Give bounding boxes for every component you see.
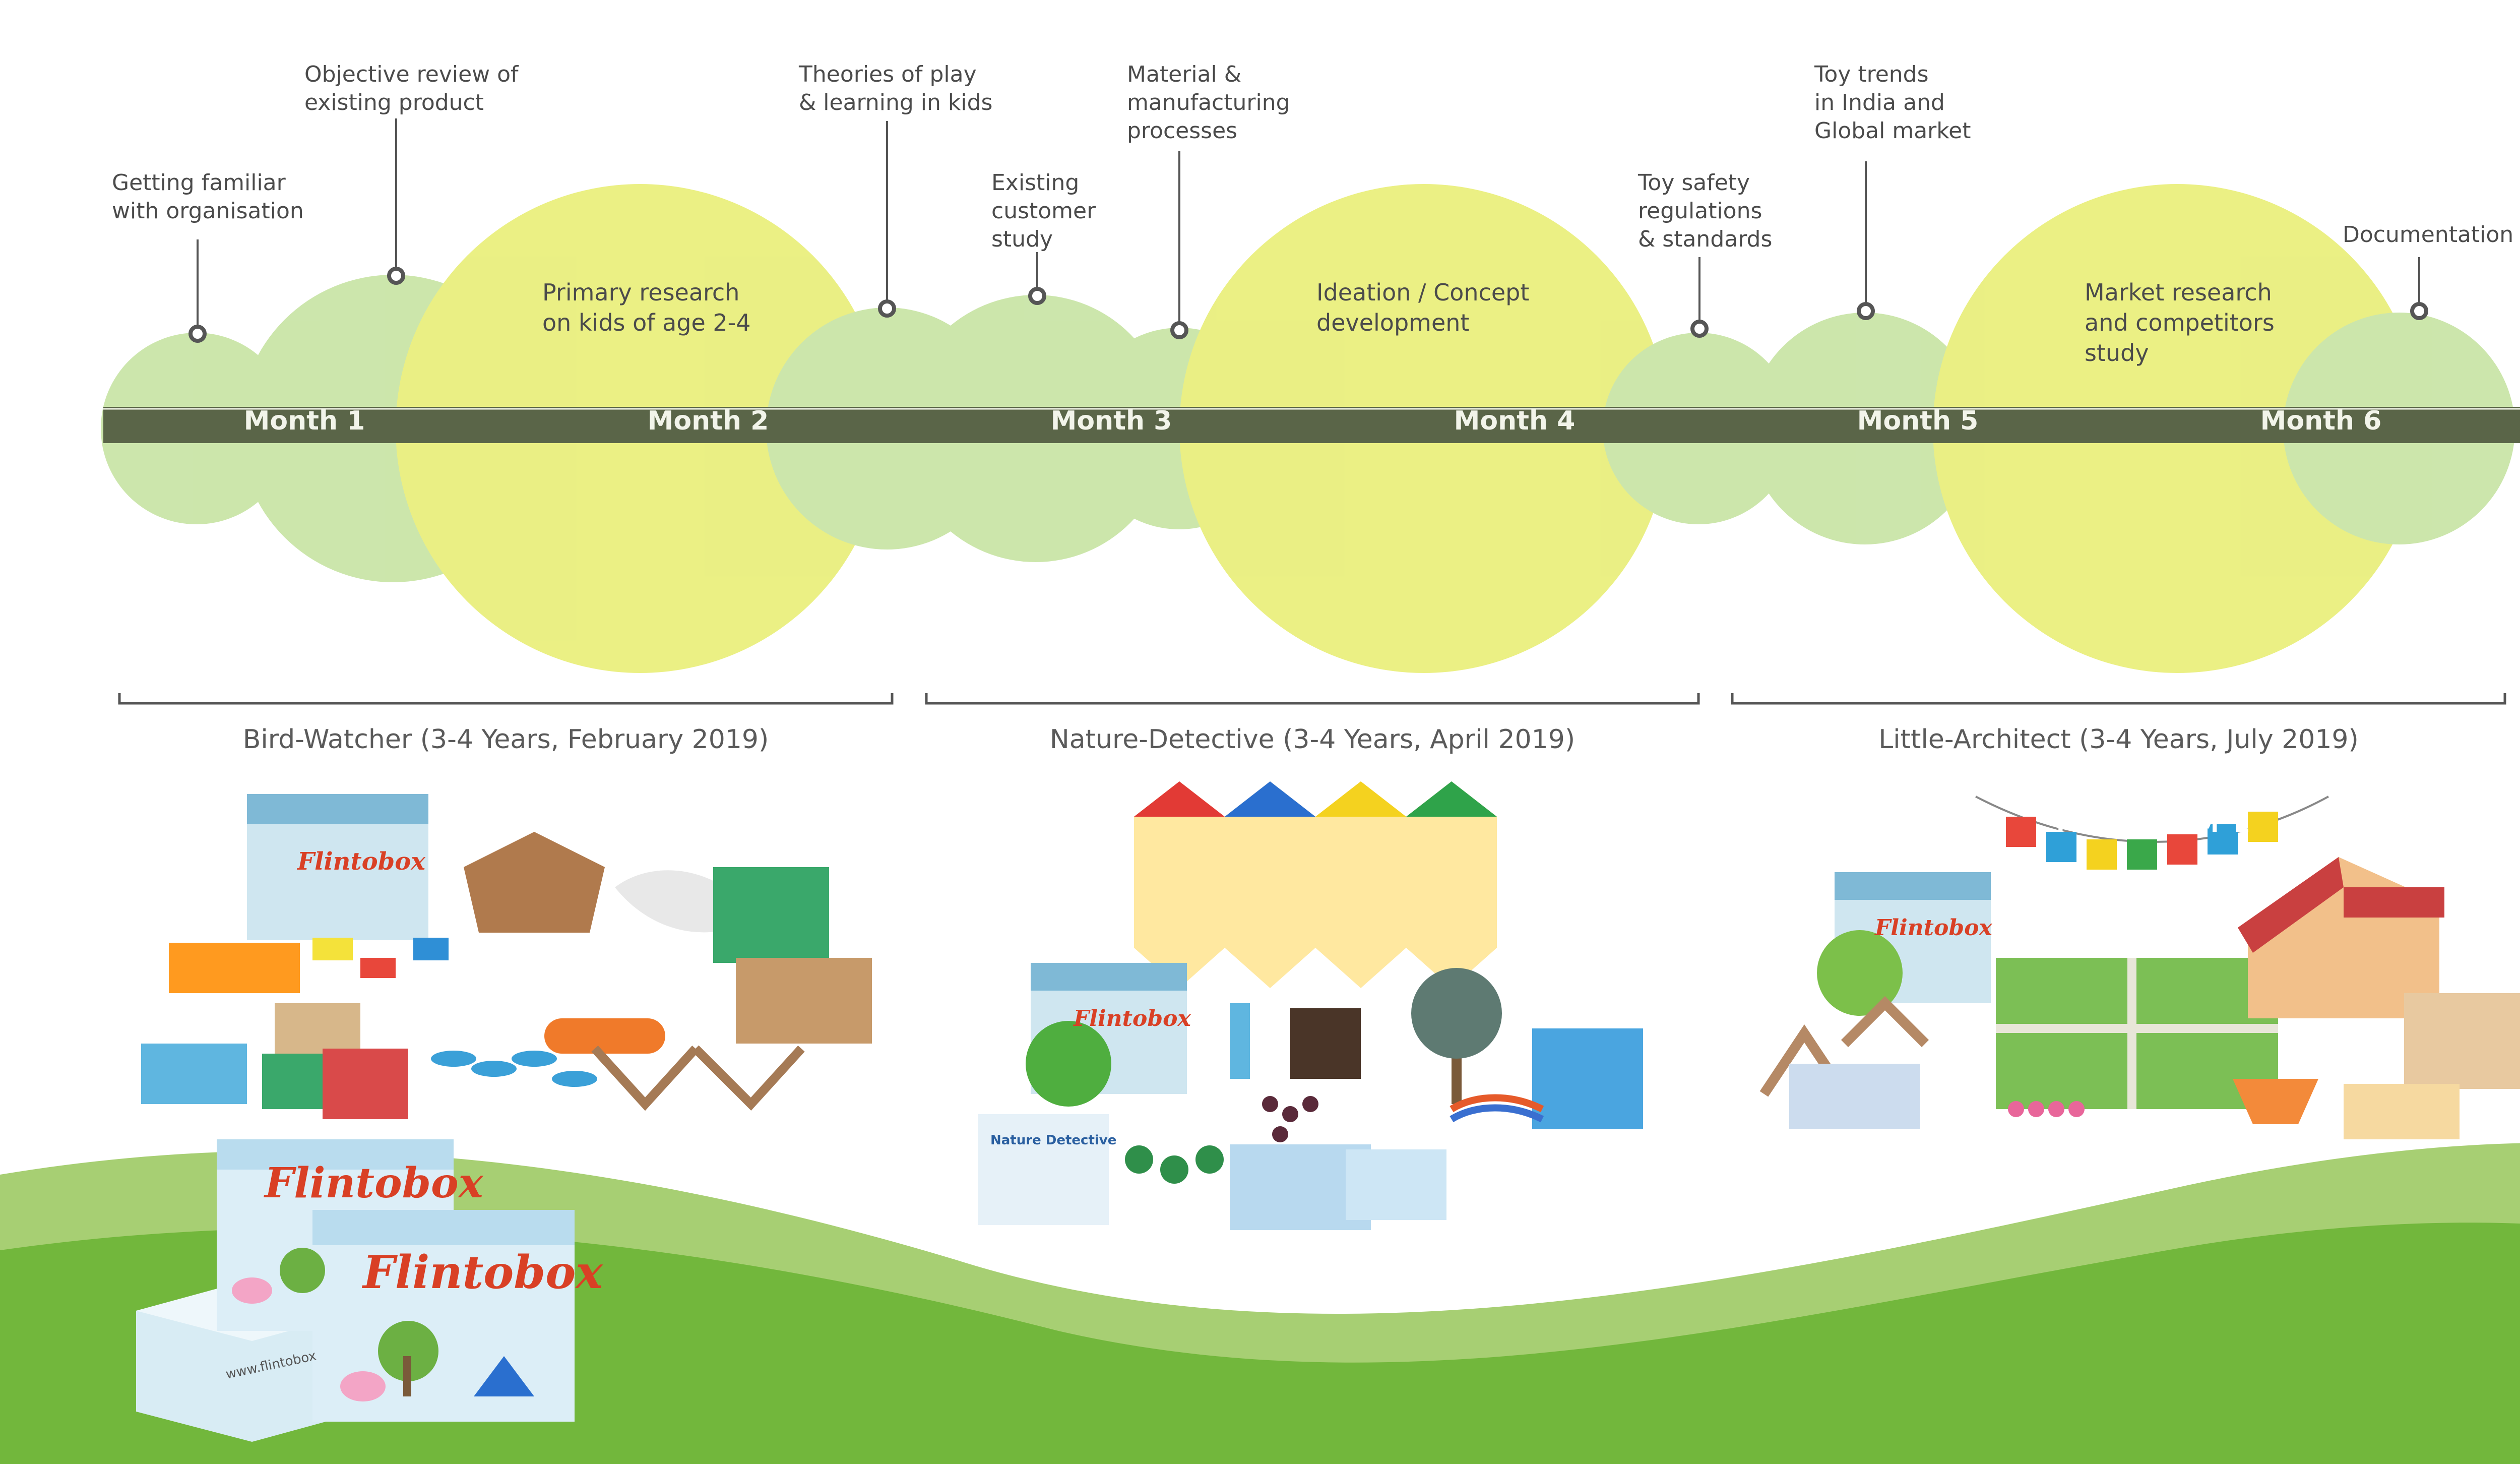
activity-label-market-research: Market research and competitors study [2085, 279, 2275, 367]
nature-detective-kit-photo [978, 781, 1643, 1230]
activity-label-existing-customer: Existing customer study [991, 170, 1096, 252]
month-label-1: Month 1 [243, 406, 365, 436]
bird-watcher-kit-photo [141, 794, 872, 1119]
kit-label-nature-detective: Nature-Detective (3-4 Years, April 2019) [1049, 724, 1576, 755]
marker-dot [2410, 302, 2428, 320]
month-label-3: Month 3 [1050, 406, 1172, 436]
activity-label-toy-safety: Toy safety regulations & standards [1638, 170, 1773, 252]
activity-label-material-manufacturing: Material & manufacturing processes [1127, 62, 1290, 144]
marker-dot [1857, 302, 1875, 320]
kit-label-little-architect: Little-Architect (3-4 Years, July 2019) [1878, 724, 2359, 755]
marker-dot [1690, 320, 1709, 338]
activity-label-theories-of-play: Theories of play & learning in kids [799, 62, 993, 115]
wave-dark [0, 1223, 2520, 1464]
marker-dot [188, 325, 207, 343]
month-label-5: Month 5 [1857, 406, 1979, 436]
little-architect-banner-text: MYHOME [2056, 810, 2265, 837]
activity-label-toy-trends: Toy trends in India and Global market [1814, 62, 1971, 144]
activity-label-getting-familiar: Getting familiar with organisation [112, 170, 304, 224]
kit-brackets [118, 693, 2506, 705]
little-architect-box-brand: Flintobox [1874, 915, 1992, 941]
leader-lines [188, 118, 2428, 343]
marker-dot [1170, 321, 1188, 339]
activity-label-primary-research: Primary research on kids of age 2-4 [542, 279, 751, 336]
marker-dot [387, 267, 405, 285]
month-label-6: Month 6 [2260, 406, 2382, 436]
activity-label-documentation: Documentation [2343, 222, 2514, 248]
activity-label-ideation: Ideation / Concept development [1316, 279, 1530, 336]
kit-label-bird-watcher: Bird-Watcher (3-4 Years, February 2019) [242, 724, 769, 755]
bird-watcher-box-brand: Flintobox [296, 847, 426, 876]
flintobox-boxes-photo [136, 1139, 575, 1442]
activity-label-objective-review: Objective review of existing product [304, 62, 519, 115]
flintobox-box-brand-front: Flintobox [361, 1246, 603, 1299]
timeline-bar [103, 407, 2520, 443]
bracket-bird-watcher [118, 693, 894, 705]
month-label-2: Month 2 [647, 406, 769, 436]
marker-dot [1028, 287, 1046, 305]
month-label-4: Month 4 [1454, 406, 1576, 436]
bracket-nature-detective [925, 693, 1700, 705]
little-architect-kit-photo [1759, 796, 2520, 1139]
flintobox-box-brand-back: Flintobox [264, 1159, 484, 1207]
nature-detective-booklet-title: Nature Detective [990, 1133, 1116, 1148]
nature-detective-box-brand: Flintobox [1073, 1006, 1191, 1031]
bracket-little-architect [1731, 693, 2506, 705]
marker-dot [878, 299, 896, 318]
